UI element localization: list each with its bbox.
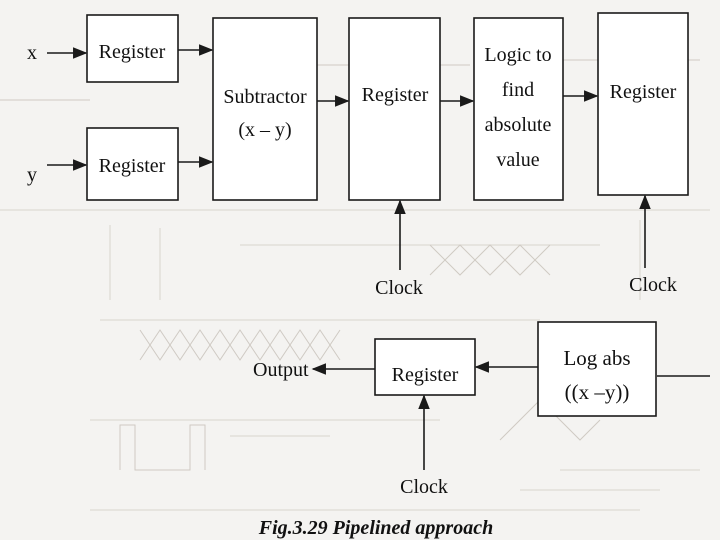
clock-1-label: Clock <box>375 277 423 299</box>
clock-2-label: Clock <box>629 274 677 296</box>
output-label: Output <box>253 359 309 381</box>
register-right-block <box>597 12 689 196</box>
abs-logic-line4: value <box>496 149 539 171</box>
log-abs-line1: Log abs <box>563 346 630 370</box>
figure-caption: Fig.3.29 Pipelined approach <box>258 517 493 539</box>
abs-logic-block <box>473 17 564 201</box>
log-abs-line2: ((x –y)) <box>565 380 630 404</box>
register-x-label: Register <box>99 41 166 63</box>
register-middle-block <box>348 17 441 201</box>
register-middle-label: Register <box>362 84 429 106</box>
input-x-label: x <box>27 42 37 64</box>
subtractor-label-line2: (x – y) <box>238 119 291 141</box>
register-right-label: Register <box>610 81 677 103</box>
register-y-label: Register <box>99 155 166 177</box>
input-y-label: y <box>27 164 37 186</box>
subtractor-block <box>212 17 318 201</box>
register-y-block <box>86 127 179 201</box>
clock-3-label: Clock <box>400 476 448 498</box>
abs-logic-line1: Logic to <box>484 44 551 66</box>
abs-logic-line3: absolute <box>485 114 552 136</box>
abs-logic-line2: find <box>502 79 534 101</box>
log-abs-block <box>537 321 657 417</box>
background-bleed-through <box>0 59 710 511</box>
subtractor-label-line1: Subtractor <box>223 86 307 108</box>
register-output-label: Register <box>392 364 459 386</box>
